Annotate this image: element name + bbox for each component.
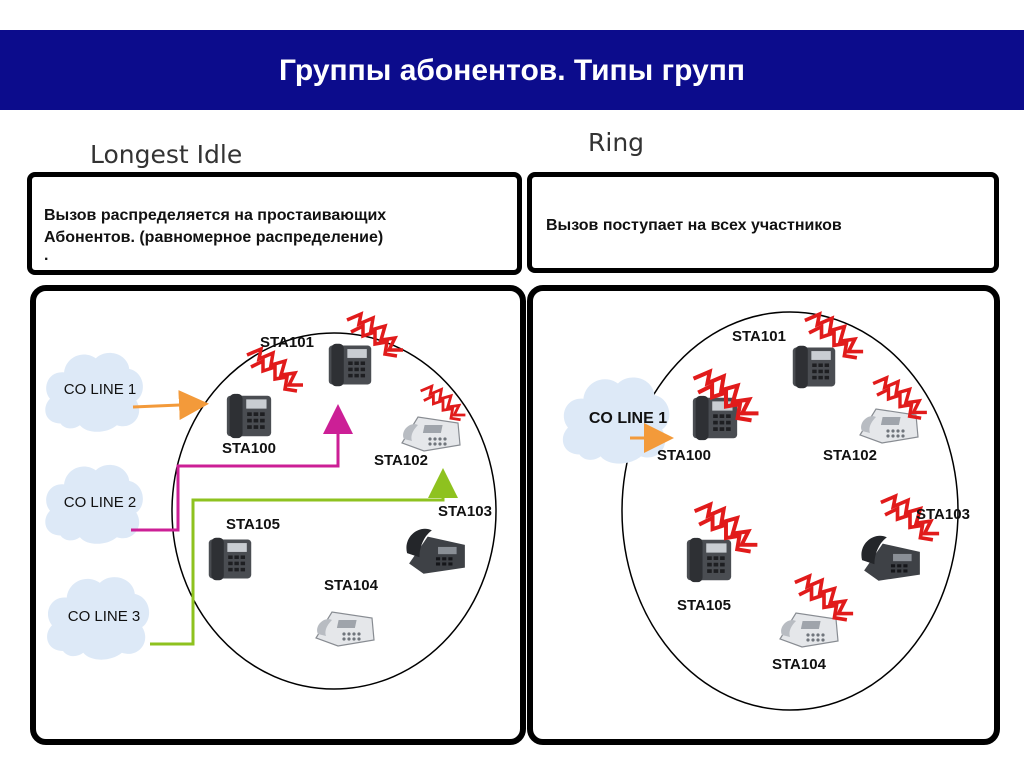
station-label: STA103 [438, 503, 492, 520]
description-line: Абонентов. (равномерное распределение) [44, 229, 384, 246]
station-label: STA105 [677, 597, 731, 614]
ring-description: Вызов поступает на всех участников [527, 172, 999, 273]
station-label: STA100 [657, 447, 711, 464]
longest-idle-description: Вызов распределяется на простаивающих Аб… [27, 172, 522, 275]
station-label: STA105 [226, 516, 280, 533]
station-label: STA103 [916, 506, 970, 523]
desk-phone-icon [692, 395, 738, 441]
description-line: Вызов распределяется на простаивающих [44, 207, 387, 224]
longest-idle-title: Longest Idle [90, 140, 243, 169]
station-label: STA101 [260, 334, 314, 351]
co-line-label: CO LINE 1 [64, 381, 137, 398]
station-label: STA100 [222, 440, 276, 457]
desk-phone-icon [792, 345, 836, 389]
desk-phone-icon [328, 343, 372, 387]
desk-phone-icon [226, 393, 272, 439]
co-line-1: CO LINE 1 [45, 352, 143, 432]
call-arrow-orange [132, 390, 209, 421]
desk-phone-icon [686, 537, 732, 583]
co-line-label: CO LINE 3 [68, 608, 141, 625]
station-label: STA104 [772, 656, 827, 673]
station-label: STA102 [374, 452, 428, 469]
description-line: Вызов поступает на всех участников [546, 217, 842, 234]
call-arrow-magenta [131, 404, 353, 532]
co-line-2: CO LINE 2 [45, 464, 143, 544]
co-line-3: CO LINE 3 [47, 577, 150, 660]
desk-phone-icon [208, 537, 252, 581]
page-title: Группы абонентов. Типы групп [0, 30, 1024, 110]
station-label: STA101 [732, 328, 786, 345]
co-line-label: CO LINE 1 [589, 410, 667, 427]
station-label: STA104 [324, 577, 379, 594]
station-label: STA102 [823, 447, 877, 464]
description-line: . [44, 247, 49, 264]
ring-title: Ring [588, 128, 645, 157]
co-line-1: CO LINE 1 [562, 377, 670, 464]
co-line-label: CO LINE 2 [64, 494, 137, 511]
call-arrow-green [150, 468, 458, 646]
